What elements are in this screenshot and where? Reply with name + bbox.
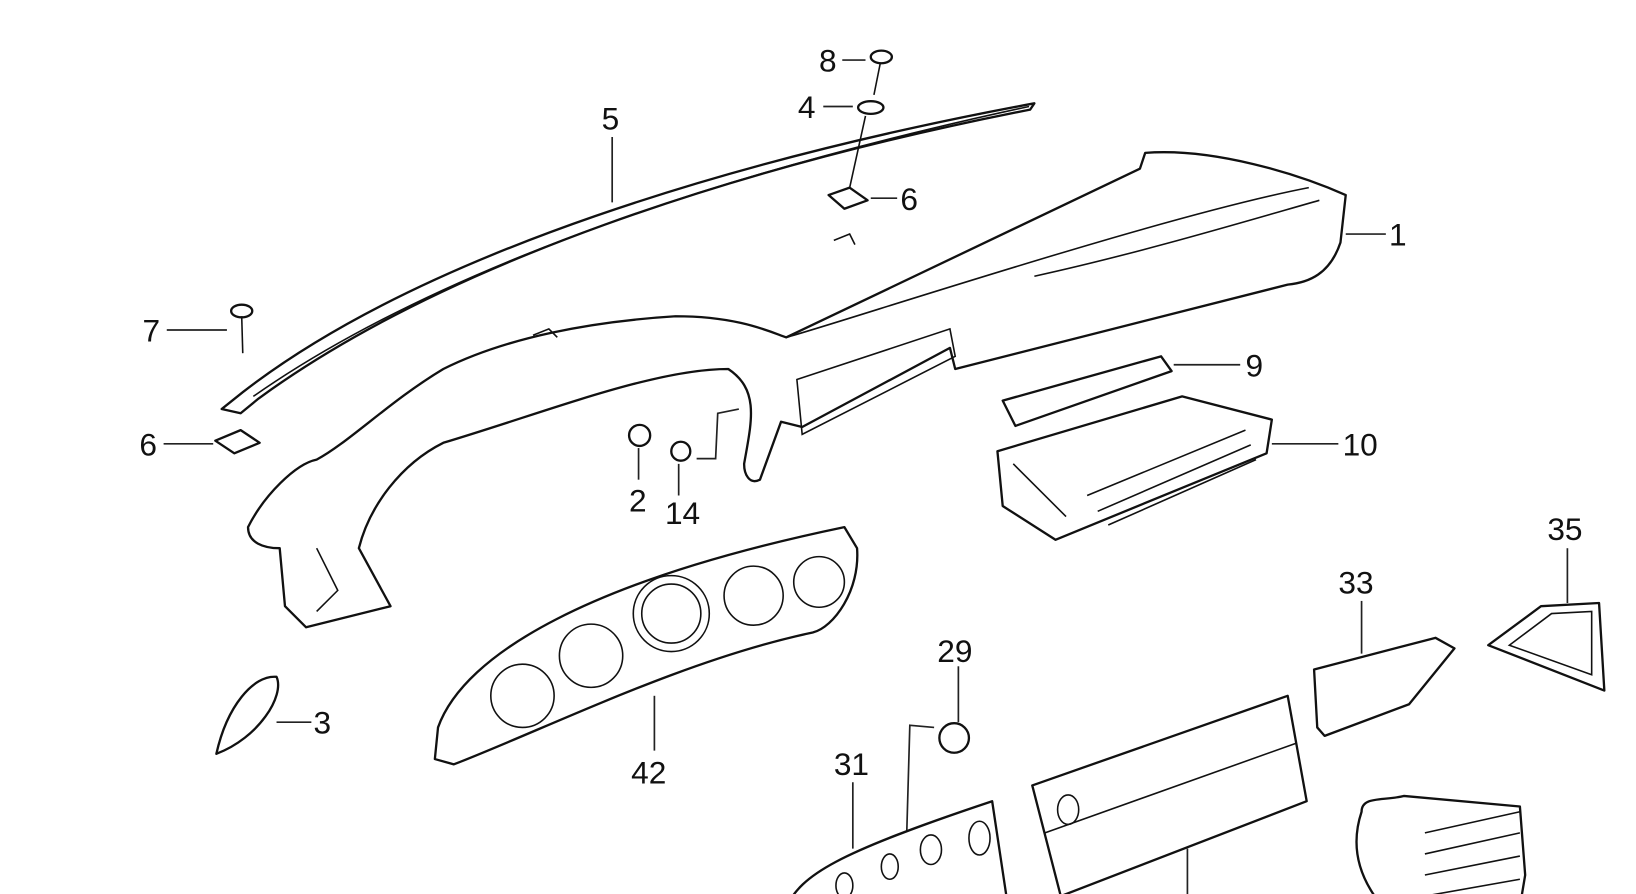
callout-5: 5	[602, 101, 620, 137]
part-29-grommet	[904, 722, 971, 873]
callout-2: 2	[629, 482, 647, 518]
callout-42: 42	[631, 754, 666, 790]
callout-35: 35	[1547, 511, 1582, 547]
part-31-lower-panel	[792, 800, 1008, 894]
part-1-dashboard	[246, 151, 1347, 629]
part-2-nut	[627, 423, 652, 448]
part-33-trim	[1312, 636, 1456, 738]
part-9-vent-strip	[1001, 355, 1173, 428]
callout-33: 33	[1338, 565, 1373, 601]
leader-lines	[163, 59, 1569, 849]
part-5-trim-strip	[220, 102, 1036, 415]
right-vent	[1355, 794, 1527, 894]
callout-6-upper: 6	[900, 181, 918, 217]
callout-10: 10	[1343, 426, 1378, 462]
callout-1: 1	[1389, 217, 1407, 253]
part-6-clip-upper	[827, 115, 869, 210]
part-4-washer	[856, 100, 885, 116]
callout-29: 29	[937, 633, 972, 669]
part-42-gauge-panel	[433, 525, 859, 766]
part-14-grommet	[670, 408, 740, 462]
callout-3: 3	[313, 705, 331, 741]
part-8-screw	[869, 49, 894, 96]
callout-4: 4	[798, 89, 816, 125]
part-7-screw	[229, 303, 254, 354]
callout-9: 9	[1245, 347, 1263, 383]
part-3-side-trim	[215, 675, 280, 755]
part-10-glovebox-vent	[996, 395, 1274, 541]
callout-14: 14	[665, 495, 700, 531]
part-6-clip-lower	[214, 428, 261, 455]
callout-31: 31	[834, 746, 869, 782]
callout-8: 8	[819, 43, 837, 79]
part-35-corner-trim	[1487, 601, 1606, 692]
glovebox-lid	[1031, 694, 1308, 894]
callout-7: 7	[142, 313, 160, 349]
callout-6-lower: 6	[139, 426, 157, 462]
